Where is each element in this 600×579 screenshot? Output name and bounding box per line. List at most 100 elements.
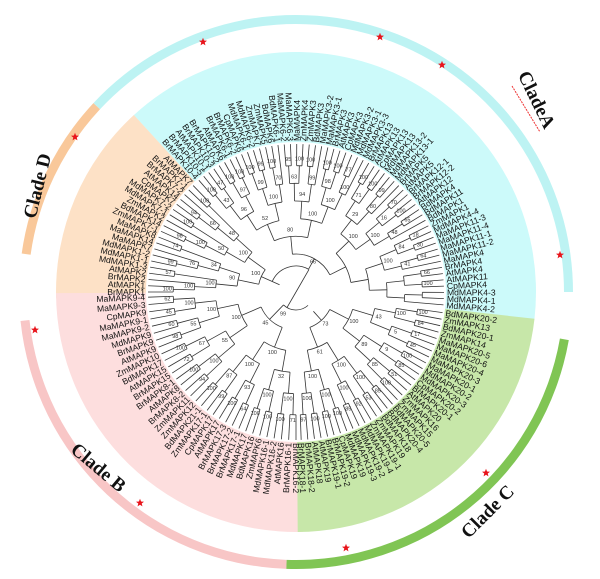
branch (421, 273, 443, 277)
bootstrap-value: 85 (398, 363, 404, 369)
bootstrap-value: 55 (190, 322, 196, 328)
branch-arc (179, 246, 183, 252)
bootstrap-value: 48 (391, 230, 397, 236)
branch (357, 397, 372, 420)
bootstrap-value: 100 (326, 198, 335, 204)
bootstrap-value: 100 (239, 251, 248, 257)
branch (295, 269, 310, 293)
branch (163, 225, 187, 238)
branch-arc (215, 353, 223, 362)
bootstrap-value: 97 (300, 418, 306, 424)
branch (373, 357, 390, 372)
branch (180, 199, 201, 216)
branch (208, 172, 222, 191)
bootstrap-value: 55 (222, 338, 228, 344)
clade-rings (20, 15, 573, 569)
branch (366, 169, 380, 188)
bootstrap-value: 66 (210, 221, 216, 227)
branch (238, 405, 249, 429)
branch (299, 414, 302, 440)
branch (174, 307, 196, 312)
branch (352, 400, 366, 424)
branch (338, 175, 347, 193)
bootstrap-value: 100 (308, 374, 317, 380)
branch (192, 225, 229, 249)
branch (169, 214, 192, 229)
branch-arc (413, 319, 416, 326)
branch (148, 285, 174, 288)
clade-b-band (56, 292, 304, 533)
bootstrap-value: 100 (306, 157, 315, 163)
branch (160, 230, 185, 243)
bootstrap-value: 16 (381, 215, 387, 221)
leaf-label: MdMAPK4-1 (447, 294, 496, 306)
leaf-label: CpMAPK4 (447, 279, 488, 291)
bootstrap-value: 100 (368, 181, 377, 187)
bootstrap-value: 100 (205, 280, 214, 286)
bootstrap-value: 66 (424, 270, 430, 276)
branch-arc (357, 181, 363, 186)
branch (151, 319, 177, 327)
branch (397, 359, 420, 375)
star-icon (136, 498, 144, 507)
branch-arc (245, 379, 255, 386)
branch (314, 146, 323, 186)
bootstrap-value: 70 (391, 200, 397, 206)
bootstrap-value: 100 (263, 415, 272, 421)
branch-arc (274, 235, 308, 242)
bootstrap-value: 95 (285, 157, 291, 163)
branch-arc (265, 410, 272, 413)
branch-arc (352, 370, 361, 377)
branch (288, 372, 291, 394)
bootstrap-value: 100 (310, 416, 319, 422)
branch-arc (224, 248, 229, 256)
branch (329, 266, 346, 276)
branch-arc (345, 215, 358, 225)
branch (345, 380, 357, 400)
bootstrap-value: 87 (226, 373, 232, 379)
branch (350, 279, 369, 283)
branch (277, 145, 284, 185)
branch (370, 321, 391, 331)
branch (328, 388, 336, 409)
branch (379, 381, 398, 401)
branch (288, 414, 291, 440)
bootstrap-value: 100 (235, 169, 244, 175)
star-icon (556, 250, 564, 259)
branch-arc (307, 183, 315, 186)
branch (152, 254, 178, 262)
branch (342, 327, 360, 342)
branch (371, 185, 400, 215)
branch (390, 194, 408, 210)
branch (225, 399, 238, 423)
branch-arc (416, 309, 419, 315)
leaf-label: AtMAPK11 (446, 271, 488, 284)
bootstrap-value: 100 (321, 392, 330, 398)
leaf-label: AtMAPK16 (272, 442, 286, 485)
branch-arc (271, 265, 309, 282)
branch (232, 182, 242, 199)
branch (335, 240, 350, 254)
branch (310, 413, 315, 439)
branch (319, 390, 326, 412)
branch (180, 327, 201, 336)
branch (386, 280, 405, 283)
branch-arc (353, 397, 359, 401)
bootstrap-value: 98 (172, 334, 178, 340)
bootstrap-value: 99 (379, 188, 385, 194)
branch-arc (283, 392, 294, 394)
bootstrap-value: 85 (375, 389, 381, 395)
branch (416, 314, 442, 320)
branch (387, 189, 404, 206)
branch-arc (274, 369, 291, 373)
branch (265, 147, 271, 169)
branch (329, 309, 349, 320)
branch (342, 405, 354, 429)
branch (223, 188, 235, 204)
bootstrap-value: 100 (423, 281, 432, 287)
branch (184, 238, 205, 249)
branch (288, 165, 291, 184)
bootstrap-value: 100 (207, 187, 216, 193)
branch (168, 353, 191, 368)
branch (229, 159, 241, 180)
